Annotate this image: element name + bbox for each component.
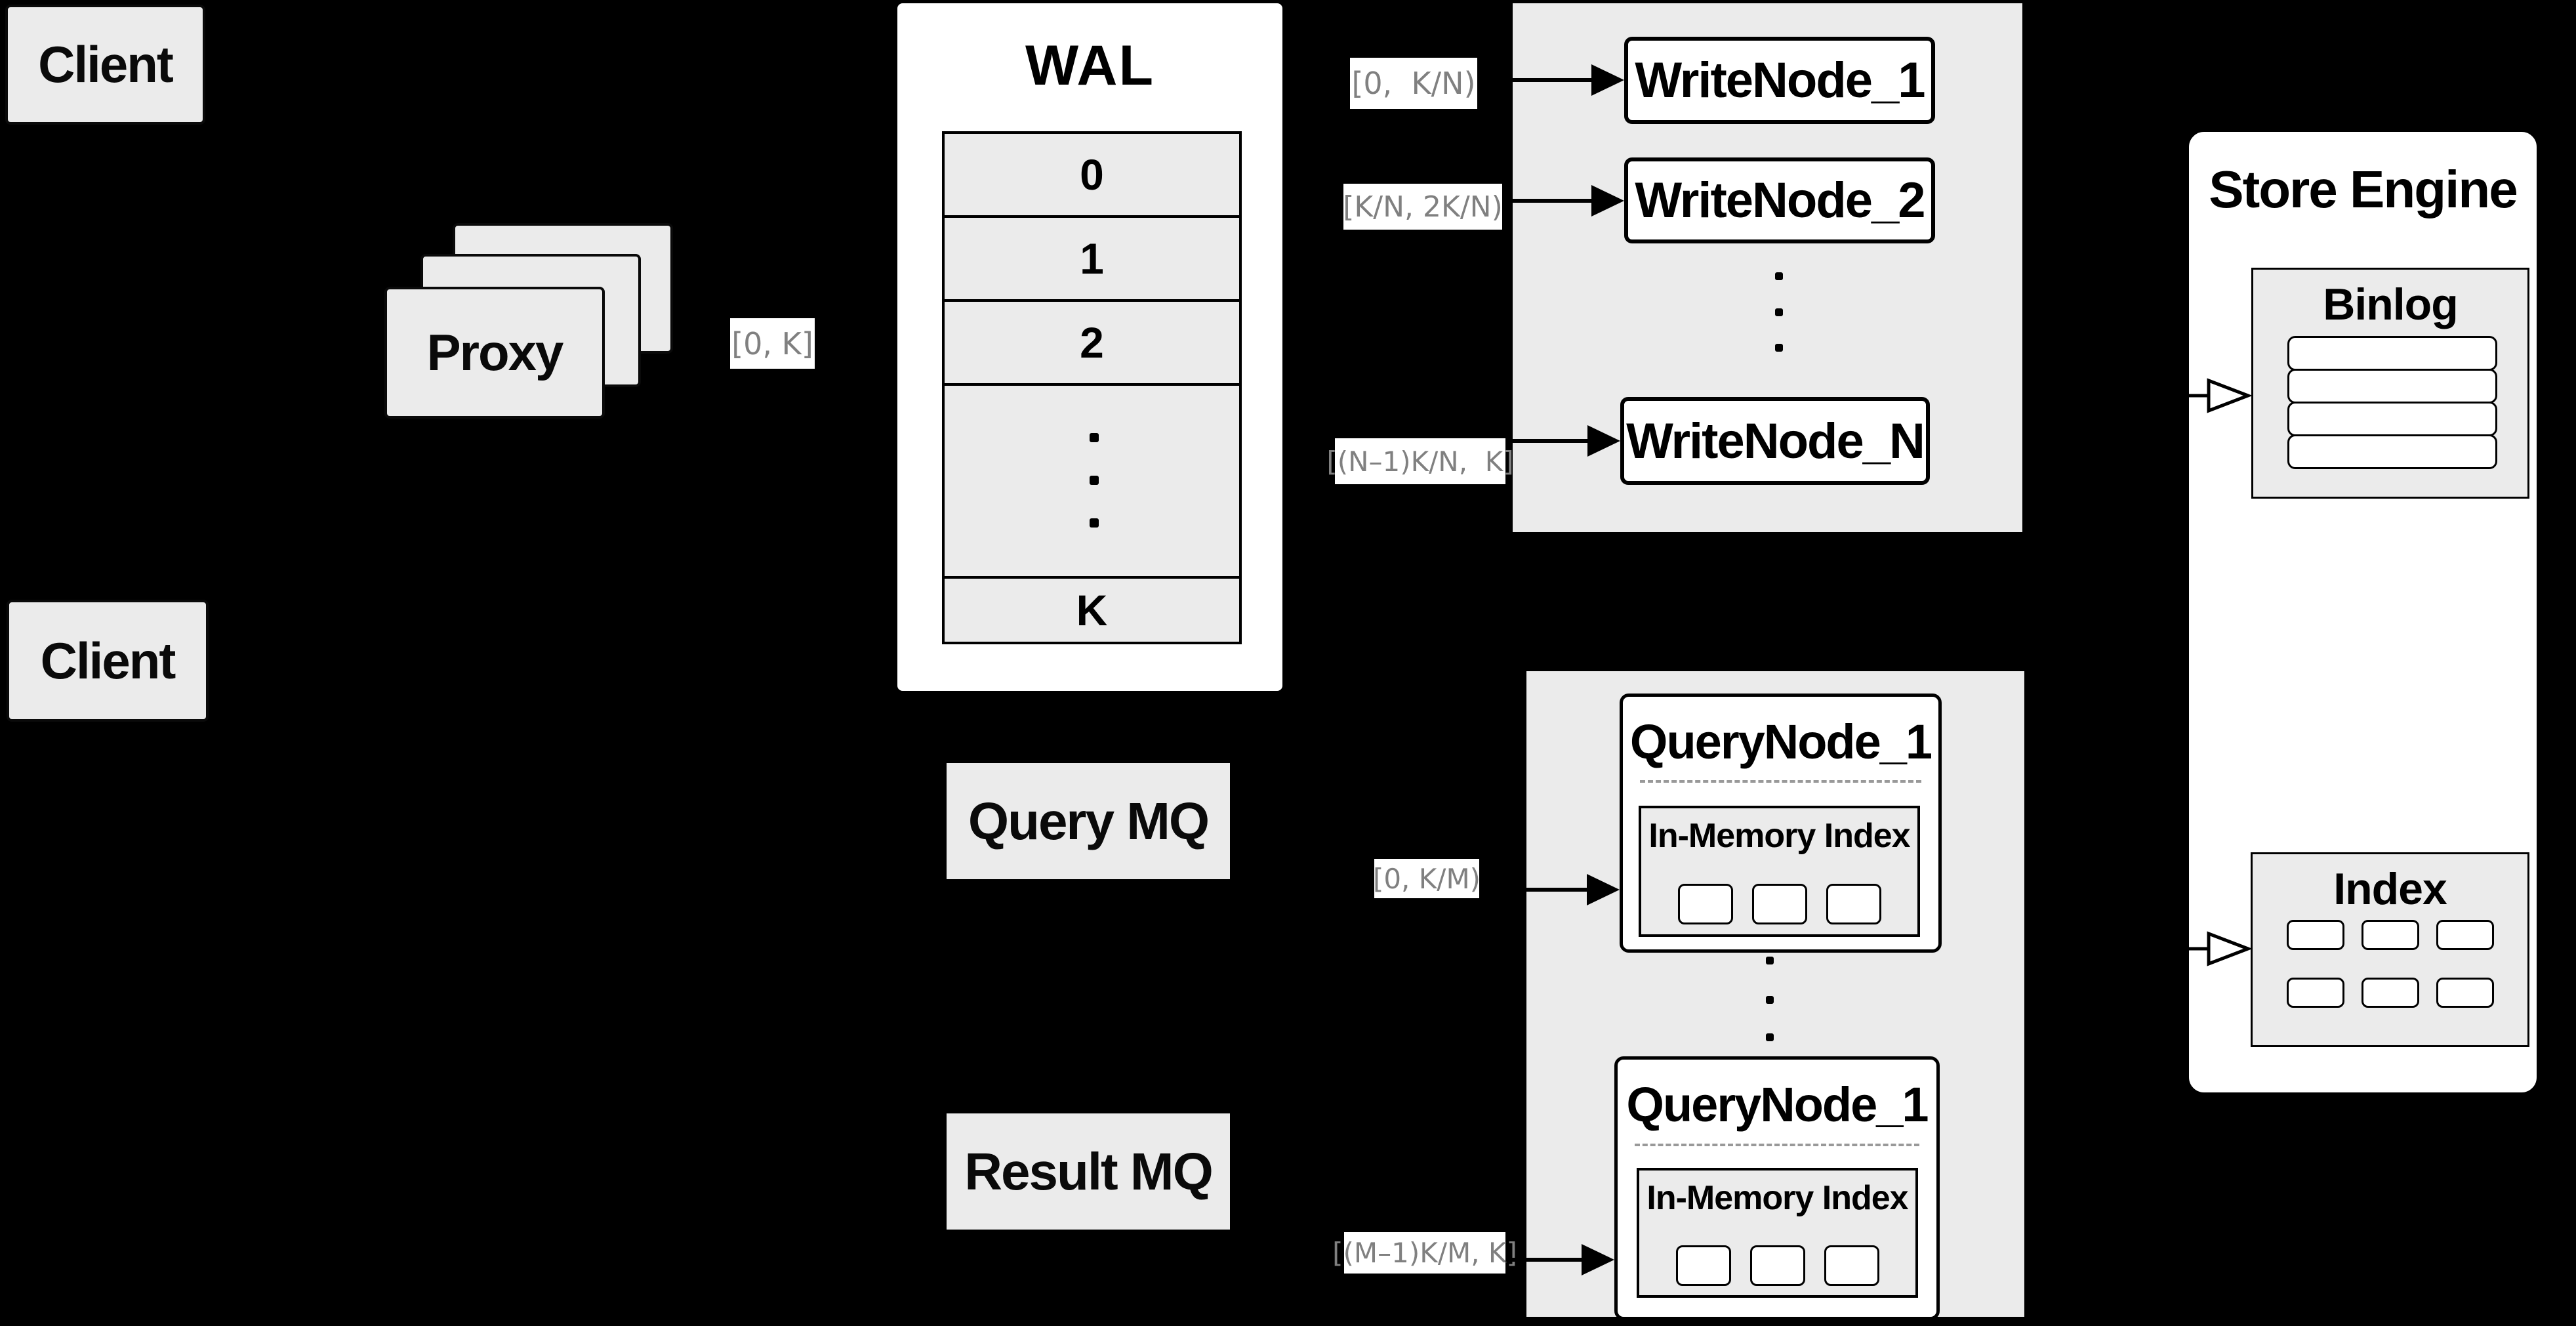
query-mq-label: Query MQ bbox=[968, 791, 1210, 850]
client-top-label: Client bbox=[38, 35, 174, 93]
ellipsis-dot bbox=[1090, 433, 1099, 442]
in-memory-index-top-box: In-Memory Index bbox=[1639, 806, 1920, 937]
index-chip bbox=[2436, 920, 2494, 950]
index-chip bbox=[2436, 978, 2494, 1008]
write-node-n-label: WriteNode_N bbox=[1626, 413, 1925, 469]
range-label-write-node-n: [(N–1)K/N, K] bbox=[1326, 438, 1514, 484]
wal-row-0: 0 bbox=[942, 131, 1242, 218]
binlog-title: Binlog bbox=[2323, 280, 2459, 329]
proxy-label: Proxy bbox=[426, 323, 564, 381]
wal-segment-table: 0 1 2 K bbox=[942, 131, 1242, 644]
range-label-query-node-m: [(M–1)K/M, K] bbox=[1332, 1232, 1517, 1274]
write-node-n-box: WriteNode_N bbox=[1620, 397, 1930, 485]
query-node-bottom-box: QueryNode_1 In-Memory Index bbox=[1614, 1056, 1940, 1320]
query-node-top-title: QueryNode_1 bbox=[1629, 715, 1932, 769]
range-label-query-node-1: [0, K/M) bbox=[1373, 859, 1481, 898]
client-box-middle: Client bbox=[7, 600, 209, 722]
wal-row-1: 1 bbox=[942, 215, 1242, 302]
write-node-1-box: WriteNode_1 bbox=[1624, 37, 1935, 124]
ellipsis-dot bbox=[1090, 476, 1099, 485]
query-node-top-box: QueryNode_1 In-Memory Index bbox=[1620, 694, 1942, 953]
segment-chip-row bbox=[1639, 1245, 1915, 1286]
result-mq-label: Result MQ bbox=[964, 1142, 1214, 1201]
ellipsis-dot bbox=[1775, 344, 1783, 352]
segment-chip bbox=[1751, 884, 1807, 924]
segment-chip bbox=[1675, 1245, 1731, 1286]
query-mq-box: Query MQ bbox=[947, 763, 1230, 879]
wal-row-2: 2 bbox=[942, 299, 1242, 386]
binlog-segment bbox=[2287, 434, 2497, 469]
store-engine-title: Store Engine bbox=[2209, 160, 2518, 218]
index-box: Index bbox=[2251, 852, 2529, 1047]
dashed-separator bbox=[1635, 1144, 1919, 1146]
in-memory-index-top-title: In-Memory Index bbox=[1648, 817, 1910, 855]
index-chip-row bbox=[2253, 978, 2527, 1008]
segment-chip bbox=[1677, 884, 1733, 924]
write-node-2-box: WriteNode_2 bbox=[1624, 157, 1935, 243]
binlog-segments bbox=[2287, 336, 2497, 469]
wal-row-ellipsis bbox=[942, 383, 1242, 579]
client-box-top: Client bbox=[5, 5, 205, 125]
ellipsis-dot bbox=[1766, 1033, 1774, 1041]
ellipsis-dot bbox=[1766, 957, 1774, 964]
proxy-box: Proxy bbox=[384, 287, 605, 419]
index-chip-row bbox=[2253, 920, 2527, 950]
query-node-bottom-title: QueryNode_1 bbox=[1626, 1077, 1929, 1132]
client-middle-label: Client bbox=[40, 631, 176, 690]
index-chip bbox=[2286, 978, 2344, 1008]
result-mq-box: Result MQ bbox=[947, 1113, 1230, 1230]
segment-chip bbox=[1749, 1245, 1805, 1286]
write-node-2-label: WriteNode_2 bbox=[1635, 173, 1925, 228]
index-chip bbox=[2361, 978, 2419, 1008]
range-label-proxy-wal: [0, K] bbox=[730, 318, 815, 369]
range-label-write-node-1: [0, K/N) bbox=[1350, 58, 1477, 109]
ellipsis-dot bbox=[1090, 518, 1099, 528]
ellipsis-dot bbox=[1775, 272, 1783, 280]
binlog-segment bbox=[2287, 336, 2497, 371]
ellipsis-dot bbox=[1775, 308, 1783, 316]
wal-title: WAL bbox=[1025, 34, 1155, 97]
ellipsis-dot bbox=[1766, 996, 1774, 1004]
write-node-group: WriteNode_1 WriteNode_2 WriteNode_N bbox=[1513, 3, 2022, 532]
wal-container: WAL 0 1 2 K bbox=[897, 3, 1282, 691]
store-engine-box: Store Engine Binlog Index bbox=[2187, 130, 2539, 1094]
index-chip bbox=[2286, 920, 2344, 950]
wal-row-k: K bbox=[942, 576, 1242, 644]
range-label-write-node-2: [K/N, 2K/N) bbox=[1343, 184, 1503, 230]
binlog-segment bbox=[2287, 402, 2497, 436]
segment-chip bbox=[1826, 884, 1881, 924]
segment-chip-row bbox=[1641, 884, 1917, 924]
index-title: Index bbox=[2333, 864, 2447, 914]
write-node-1-label: WriteNode_1 bbox=[1635, 52, 1925, 108]
binlog-segment bbox=[2287, 369, 2497, 404]
query-node-group: QueryNode_1 In-Memory Index QueryNode_1 … bbox=[1526, 671, 2024, 1320]
index-chip bbox=[2361, 920, 2419, 950]
dashed-separator bbox=[1640, 780, 1921, 783]
segment-chip bbox=[1824, 1245, 1879, 1286]
in-memory-index-bottom-title: In-Memory Index bbox=[1646, 1179, 1908, 1217]
in-memory-index-bottom-box: In-Memory Index bbox=[1637, 1168, 1918, 1298]
binlog-box: Binlog bbox=[2251, 268, 2529, 499]
